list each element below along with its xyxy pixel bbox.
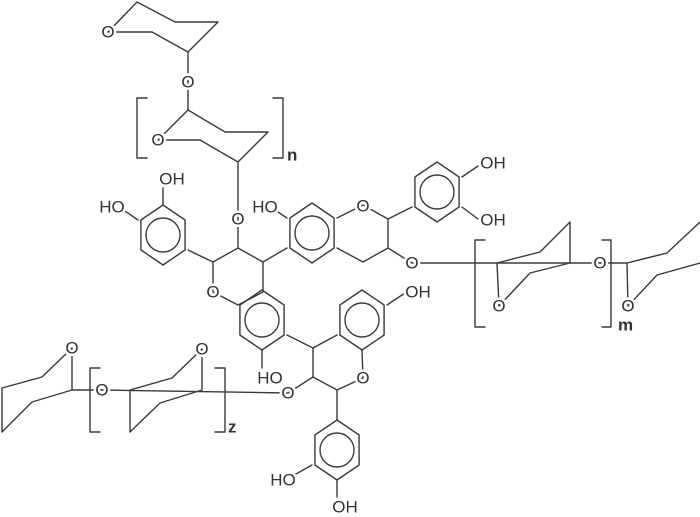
sugar-ring xyxy=(1,347,73,433)
bond xyxy=(386,292,406,306)
oxygen-label: O xyxy=(151,131,164,150)
benzene-ring xyxy=(314,419,360,481)
pyran-ring xyxy=(336,204,389,263)
bond xyxy=(262,247,288,263)
bracket-left-n xyxy=(136,97,148,159)
repeat-subscripts: n m z xyxy=(228,146,633,437)
hydroxyl-label: HO xyxy=(270,471,296,490)
oxygen-label: O xyxy=(65,339,78,358)
benzene-ring xyxy=(339,289,385,351)
bond xyxy=(461,165,479,178)
bond xyxy=(121,208,139,221)
bond xyxy=(387,247,413,264)
sugar-ring xyxy=(129,348,203,433)
bracket-left-z xyxy=(89,367,101,433)
hydroxyl-label: HO xyxy=(257,369,283,388)
oxygen-label: O xyxy=(593,254,606,273)
hydroxyl-label: HO xyxy=(99,198,125,217)
bond xyxy=(286,334,314,349)
oxygen-label: O xyxy=(231,210,244,229)
sugar-ring xyxy=(626,221,700,264)
bracket-left-m xyxy=(474,239,486,328)
bracket-right-n xyxy=(272,97,284,159)
oxygen-label: O xyxy=(492,297,505,316)
bond xyxy=(387,206,413,220)
bond xyxy=(295,464,313,475)
aromatic-circle xyxy=(319,432,355,468)
bond xyxy=(274,209,288,219)
bonds xyxy=(1,1,700,498)
repeat-z-label: z xyxy=(228,418,237,437)
hydroxyl-label: HO xyxy=(252,198,278,217)
benzene-ring xyxy=(239,289,285,351)
bond xyxy=(312,334,338,349)
repeat-n-label: n xyxy=(287,146,297,165)
bond xyxy=(287,376,314,394)
benzene-ring xyxy=(140,204,186,266)
bracket-right-z xyxy=(214,367,226,433)
sugar-ring xyxy=(107,1,219,53)
hydroxyl-label: OH xyxy=(332,498,358,517)
bond xyxy=(461,206,479,220)
bond xyxy=(187,249,214,263)
oxygen-label: O xyxy=(181,73,194,92)
pyran-ring xyxy=(212,247,264,306)
hydroxyl-label: OH xyxy=(480,211,506,230)
oxygen-label: O xyxy=(356,369,369,388)
oxygen-label: O xyxy=(195,340,208,359)
bracket-right-m xyxy=(601,239,612,328)
repeat-m-label: m xyxy=(618,316,633,335)
hydroxyl-label: OH xyxy=(405,283,431,302)
oxygen-label: O xyxy=(281,384,294,403)
atom-labels: O O O O OH HO HO O OH OH O O O O O OH HO… xyxy=(63,20,637,517)
oxygen-label: O xyxy=(95,381,108,400)
oxygen-label: O xyxy=(405,254,418,273)
repeat-brackets xyxy=(89,97,612,433)
sugar-ring xyxy=(157,109,269,163)
sugar-ring xyxy=(496,221,571,307)
oxygen-label: O xyxy=(101,23,114,42)
aromatic-circles xyxy=(145,174,455,468)
oxygen-label: O xyxy=(356,197,369,216)
aromatic-circle xyxy=(419,174,455,210)
aromatic-circle xyxy=(145,217,181,253)
benzene-ring xyxy=(289,202,335,264)
oxygen-label: O xyxy=(621,297,634,316)
benzene-ring xyxy=(414,161,460,223)
oxygen-label: O xyxy=(206,283,219,302)
hydroxyl-label: OH xyxy=(159,170,185,189)
sugar-ring xyxy=(626,262,700,307)
hydroxyl-label: OH xyxy=(480,154,506,173)
aromatic-circle xyxy=(294,215,330,251)
aromatic-circle xyxy=(244,302,280,338)
aromatic-circle xyxy=(344,302,380,338)
